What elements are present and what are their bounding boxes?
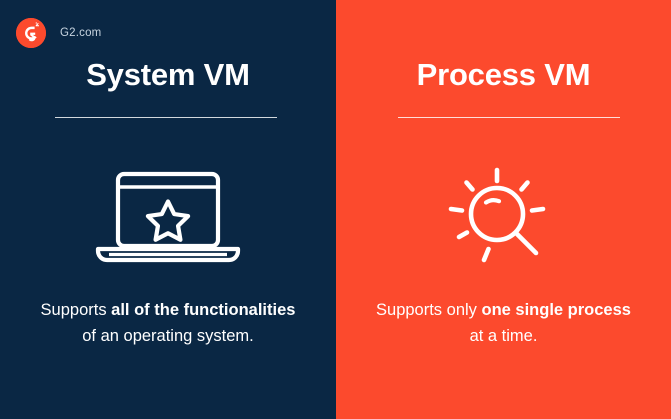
panel-process-vm: Process VM <box>336 0 671 419</box>
caption-system-vm: Supports all of the functionalities of a… <box>18 298 318 349</box>
laptop-with-star-icon <box>0 160 336 275</box>
page-title-process-vm: Process VM <box>416 57 591 92</box>
caption-emphasis: all of the functionalities <box>111 301 296 319</box>
caption-emphasis: one single process <box>481 301 631 319</box>
brand: G2.com <box>16 18 101 48</box>
title-divider <box>398 117 620 118</box>
caption-line-1: Supports only one single process <box>354 298 653 324</box>
caption-prefix: Supports <box>40 301 112 319</box>
title-divider <box>55 117 277 118</box>
caption-prefix: Supports only <box>376 301 482 319</box>
g2-logo-icon <box>16 18 46 48</box>
caption-process-vm: Supports only one single process at a ti… <box>354 298 653 349</box>
brand-name: G2.com <box>60 27 102 39</box>
sun-magnifier-icon <box>336 160 671 275</box>
caption-line-1: Supports all of the functionalities <box>18 298 318 324</box>
page-title-system-vm: System VM <box>86 57 250 92</box>
caption-line-2: of an operating system. <box>82 326 254 345</box>
panel-system-vm: G2.com System VM Supports all of the fun… <box>0 18 336 349</box>
caption-line-2: at a time. <box>469 326 538 345</box>
